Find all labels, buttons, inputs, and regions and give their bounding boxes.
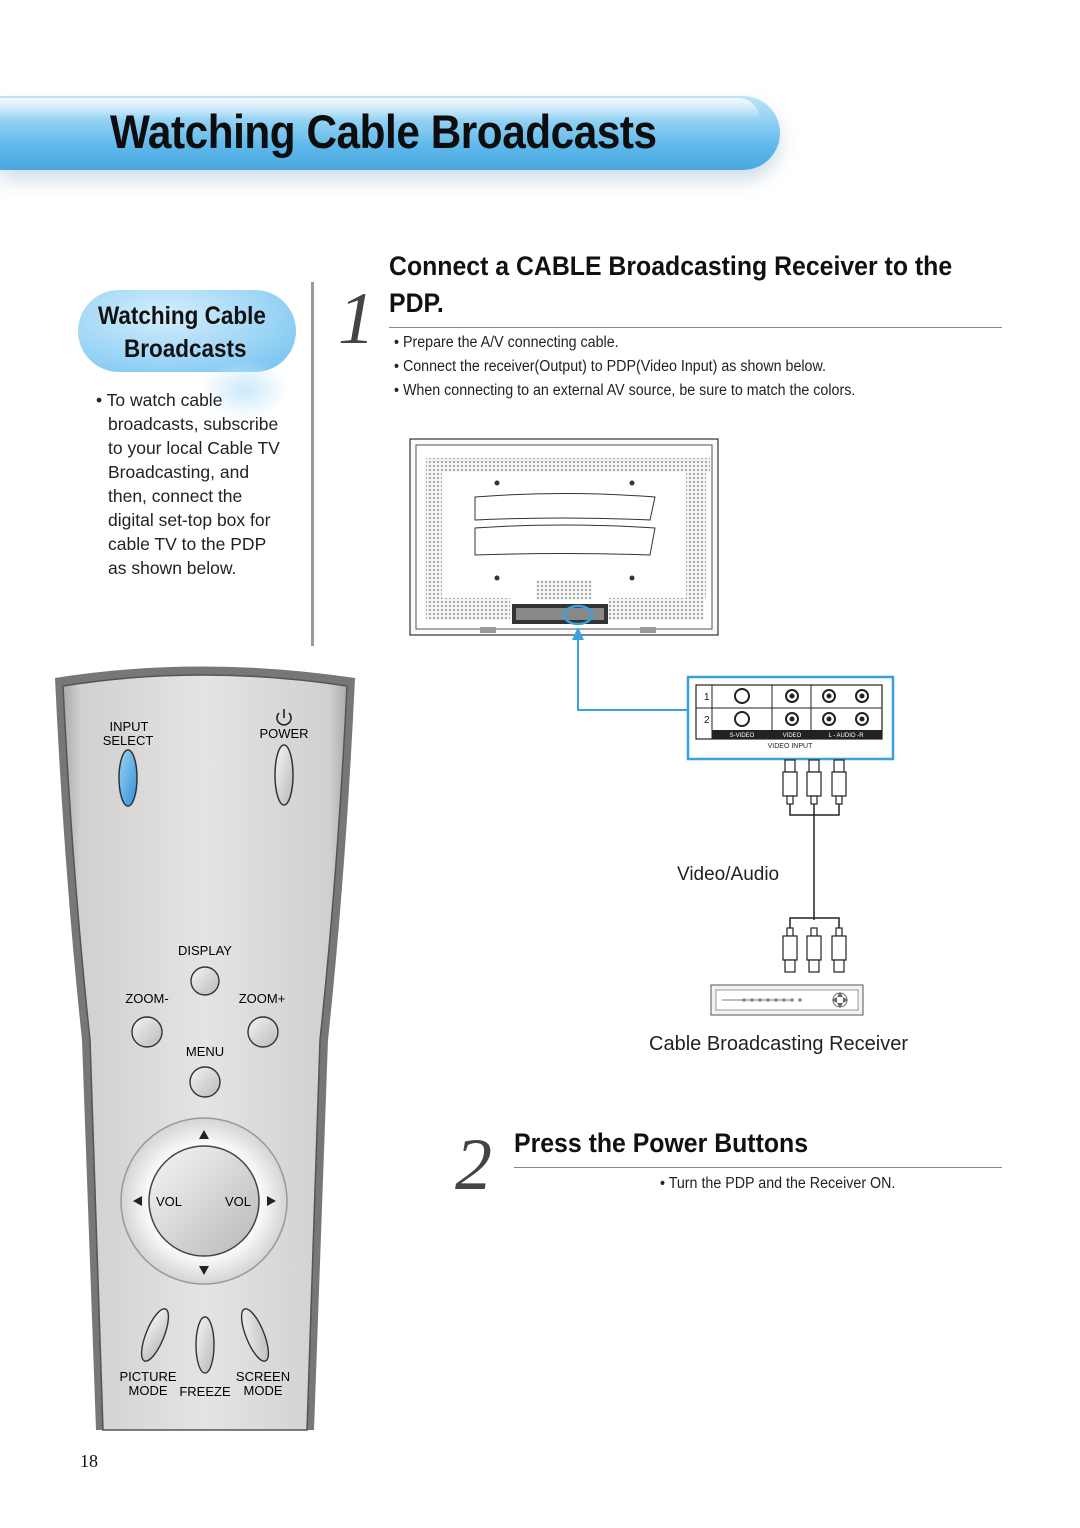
zoom-plus-button[interactable] bbox=[247, 1016, 279, 1048]
left-arrow-icon bbox=[133, 1196, 142, 1206]
av-cable bbox=[789, 804, 840, 928]
receiver-label: Cable Broadcasting Receiver bbox=[649, 1033, 909, 1055]
pdp-rear-panel bbox=[409, 438, 719, 636]
vertical-divider bbox=[311, 282, 314, 646]
zoom-minus-label: ZOOM- bbox=[125, 991, 168, 1006]
right-arrow-icon bbox=[267, 1196, 276, 1206]
step1-bullet: • Connect the receiver(Output) to PDP(Vi… bbox=[394, 358, 826, 375]
step2-title: Press the Power Buttons bbox=[514, 1128, 809, 1158]
display-button[interactable] bbox=[190, 966, 220, 996]
power-icon bbox=[276, 709, 292, 726]
power-button[interactable] bbox=[274, 744, 294, 806]
picture-mode-label-2: MODE bbox=[129, 1383, 168, 1398]
svideo-label: S-VIDEO bbox=[730, 733, 755, 739]
sidebar-note-text: • To watch cable broadcasts, subscribe t… bbox=[96, 390, 280, 578]
menu-label: MENU bbox=[186, 1044, 224, 1059]
video-label: VIDEO bbox=[783, 733, 802, 739]
screen-mode-label-2: MODE bbox=[244, 1383, 283, 1398]
picture-mode-button[interactable] bbox=[136, 1306, 174, 1365]
step1-bullet: • When connecting to an external AV sour… bbox=[394, 382, 856, 399]
menu-button[interactable] bbox=[189, 1066, 221, 1098]
remote-control: INPUT SELECT POWER DISPLAY ZOOM- ZOOM+ M… bbox=[55, 666, 355, 1431]
freeze-label: FREEZE bbox=[179, 1384, 231, 1399]
input-select-button[interactable] bbox=[118, 749, 138, 807]
video-input-label: VIDEO INPUT bbox=[768, 743, 813, 750]
display-label: DISPLAY bbox=[178, 943, 232, 958]
input-select-label-2: SELECT bbox=[103, 733, 154, 748]
video-input-panel: 1 2 S-VIDEO VIDEO L - AUDIO -R VIDEO INP… bbox=[686, 675, 895, 761]
freeze-button[interactable] bbox=[195, 1316, 215, 1374]
power-label: POWER bbox=[259, 726, 308, 741]
cable-label: Video/Audio bbox=[677, 864, 780, 885]
connection-arrow bbox=[572, 627, 691, 711]
input-select-label-1: INPUT bbox=[110, 719, 149, 734]
zoom-plus-label: ZOOM+ bbox=[239, 991, 286, 1006]
screen-mode-button[interactable] bbox=[236, 1306, 274, 1365]
sidebar-badge bbox=[78, 290, 296, 372]
picture-mode-label-1: PICTURE bbox=[119, 1369, 176, 1384]
step2-bullet: • Turn the PDP and the Receiver ON. bbox=[660, 1175, 896, 1192]
step1-title-line2: PDP. bbox=[389, 288, 444, 318]
audio-label: L - AUDIO -R bbox=[828, 733, 864, 739]
step1-title-line1: Connect a CABLE Broadcasting Receiver to… bbox=[389, 251, 953, 281]
ok-button[interactable] bbox=[148, 1145, 260, 1257]
vol-right-label: VOL bbox=[225, 1194, 251, 1209]
jack-row1-label: 1 bbox=[704, 692, 710, 703]
sidebar-title-line2: Broadcasts bbox=[124, 335, 247, 363]
step2-number: 2 bbox=[455, 1124, 492, 1206]
title-banner-gloss bbox=[0, 98, 760, 120]
sidebar-title-line1: Watching Cable bbox=[98, 302, 266, 330]
page-number: 18 bbox=[80, 1451, 98, 1471]
step1-rule bbox=[389, 327, 1002, 328]
zoom-minus-button[interactable] bbox=[131, 1016, 163, 1048]
sidebar-badge-glow bbox=[200, 360, 290, 420]
connection-diagram: 1 2 S-VIDEO VIDEO L - AUDIO -R VIDEO INP… bbox=[409, 438, 895, 1016]
jack-row2-label: 2 bbox=[704, 715, 710, 726]
page-title: Watching Cable Broadcasts bbox=[110, 105, 657, 158]
screen-mode-label-1: SCREEN bbox=[236, 1369, 290, 1384]
step2-rule bbox=[514, 1167, 1002, 1168]
rca-plugs-bottom bbox=[782, 927, 847, 973]
cable-receiver bbox=[710, 984, 864, 1016]
rca-plugs-top bbox=[782, 759, 847, 805]
step1-number: 1 bbox=[338, 278, 375, 360]
step1-bullet: • Prepare the A/V connecting cable. bbox=[394, 334, 619, 351]
down-arrow-icon bbox=[199, 1266, 209, 1275]
sidebar-note: • To watch cable broadcasts, subscribe t… bbox=[96, 388, 286, 580]
vol-left-label: VOL bbox=[156, 1194, 182, 1209]
up-arrow-icon bbox=[199, 1130, 209, 1139]
